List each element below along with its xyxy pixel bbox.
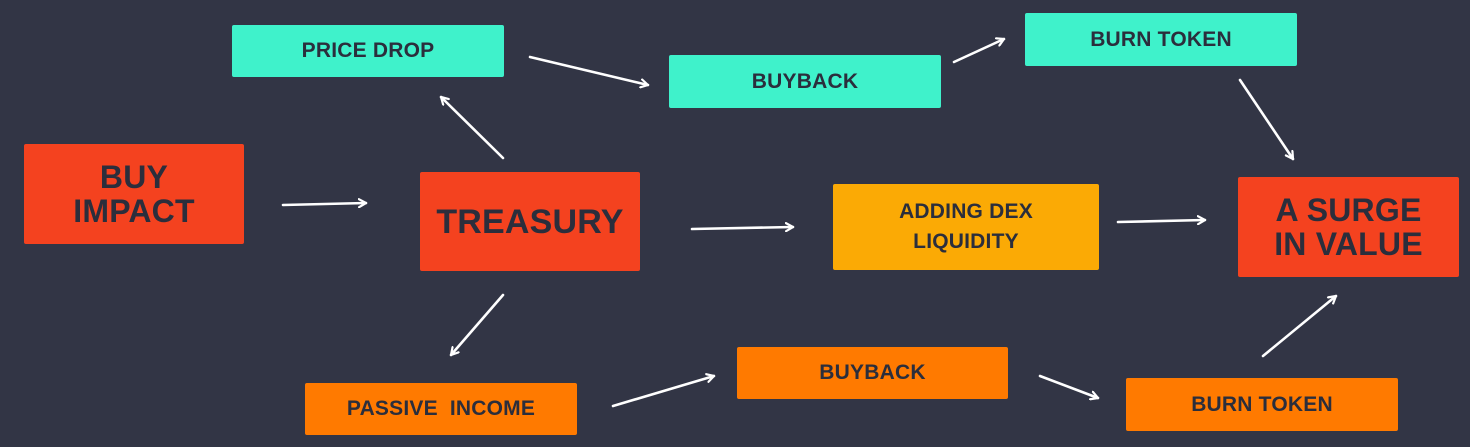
arrow-price-drop-to-buyback bbox=[528, 55, 650, 85]
node-buyback-bottom: BUYBACK bbox=[737, 347, 1008, 399]
node-adding-dex-liquidity: ADDING DEX LIQUIDITY bbox=[833, 184, 1099, 270]
arrow-buy-impact-to-treasury bbox=[281, 203, 368, 205]
node-burn-token-top: BURN TOKEN bbox=[1025, 13, 1297, 66]
node-buyback-top: BUYBACK bbox=[669, 55, 941, 108]
arrow-treasury-to-price-drop bbox=[439, 95, 505, 160]
arrow-burn-token-to-surge bbox=[1238, 78, 1295, 161]
node-passive-income: PASSIVE INCOME bbox=[305, 383, 577, 435]
node-treasury: TREASURY bbox=[420, 172, 640, 271]
arrow-treasury-to-dex-liquidity bbox=[690, 227, 795, 229]
arrow-burn-token-bottom-to-surge bbox=[1261, 294, 1338, 358]
node-buy-impact: BUY IMPACT bbox=[24, 144, 244, 244]
arrow-dex-liquidity-to-surge bbox=[1116, 220, 1207, 222]
arrow-treasury-to-passive-income bbox=[449, 293, 505, 357]
node-surge-in-value: A SURGE IN VALUE bbox=[1238, 177, 1459, 277]
arrow-buyback-to-burn-token-bottom bbox=[1038, 374, 1100, 398]
node-price-drop: PRICE DROP bbox=[232, 25, 504, 77]
arrow-buyback-to-burn-token bbox=[952, 39, 1006, 64]
arrow-passive-income-to-buyback bbox=[611, 376, 716, 408]
node-burn-token-bottom: BURN TOKEN bbox=[1126, 378, 1398, 431]
